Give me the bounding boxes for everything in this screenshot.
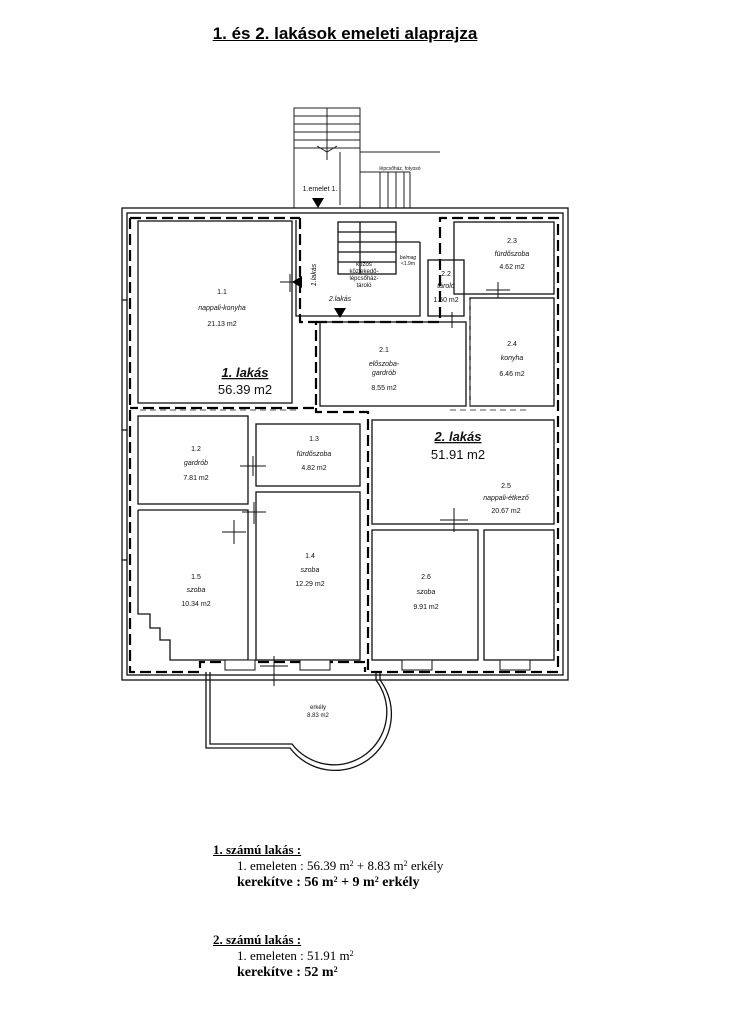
svg-text:4.82 m2: 4.82 m2 (301, 465, 326, 472)
room-2-3: 2.3 fürdőszoba 4.62 m2 (495, 238, 530, 271)
svg-text:1.50 m2: 1.50 m2 (433, 297, 458, 304)
svg-text:közös: közös (356, 262, 372, 268)
stair-tag-apt1: 1.lakás (311, 263, 318, 286)
svg-text:2.3: 2.3 (507, 238, 517, 245)
svg-text:21.13 m2: 21.13 m2 (207, 321, 236, 328)
summary-2-heading: 2. számú lakás : (213, 932, 302, 947)
svg-text:1.1: 1.1 (217, 289, 227, 296)
apt1-area: 56.39 m2 (218, 382, 272, 397)
svg-text:közlekedő-: közlekedő- (349, 269, 378, 275)
stair-arrow-icon (292, 276, 302, 288)
svg-text:8.55 m2: 8.55 m2 (371, 385, 396, 392)
balcony-label: erkély 8.83 m2 (307, 705, 329, 719)
room-1-1: 1.1 nappali-konyha 21.13 m2 (198, 289, 246, 328)
page-title: 1. és 2. lakások emeleti alaprajza (212, 24, 478, 43)
room-1-3: 1.3 fürdőszoba 4.82 m2 (297, 436, 332, 472)
svg-text:nappali-étkező: nappali-étkező (483, 495, 529, 502)
svg-text:tároló: tároló (437, 283, 455, 290)
door-arrow-icon (334, 308, 346, 318)
svg-text:9.91 m2: 9.91 m2 (413, 604, 438, 611)
apartment-headings: 1. lakás 56.39 m2 2. lakás 51.91 m2 (218, 365, 485, 462)
svg-text:lépcsőház-: lépcsőház- (349, 276, 378, 282)
svg-text:7.81 m2: 7.81 m2 (183, 475, 208, 482)
svg-text:8.83 m2: 8.83 m2 (307, 713, 329, 719)
svg-text:erkély: erkély (310, 705, 326, 711)
svg-text:szoba: szoba (187, 587, 206, 594)
svg-text:10.34 m2: 10.34 m2 (181, 601, 210, 608)
apt2-name: 2. lakás (434, 429, 482, 444)
exterior-staircase (293, 107, 440, 209)
room-2-6: 2.6 szoba 9.91 m2 (413, 574, 438, 611)
apt1-name: 1. lakás (222, 365, 269, 380)
svg-text:szoba: szoba (301, 567, 320, 574)
room-1-4: 1.4 szoba 12.29 m2 (295, 553, 324, 588)
summary-1-floor-line: 1. emeleten : 56.39 m2 + 8.83 m2 erkély (237, 858, 444, 873)
svg-text:tároló: tároló (356, 283, 372, 289)
svg-text:6.46 m2: 6.46 m2 (499, 371, 524, 378)
svg-text:belmag: belmag (400, 255, 417, 261)
svg-text:2.2: 2.2 (441, 271, 451, 278)
svg-text:4.62 m2: 4.62 m2 (499, 264, 524, 271)
room-2-5: 2.5 nappali-étkező 20.67 m2 (483, 483, 529, 515)
summary-2-floor-line: 1. emeleten : 51.91 m2 (237, 948, 354, 963)
door-marks (222, 274, 510, 686)
summary-apartment-2: 2. számú lakás : 1. emeleten : 51.91 m2 … (213, 932, 354, 981)
summary-1-rounded-line: kerekítve : 56 m2 + 9 m2 erkély (237, 875, 420, 890)
stair-landing-label: lépcsőház, folyosó (379, 166, 420, 172)
svg-text:fürdőszoba: fürdőszoba (495, 251, 530, 258)
balcony-outline (205, 672, 393, 771)
svg-text:2.1: 2.1 (379, 347, 389, 354)
windows (224, 659, 531, 671)
svg-text:2.4: 2.4 (507, 341, 517, 348)
svg-text:előszoba-: előszoba- (369, 361, 400, 368)
svg-text:1.4: 1.4 (305, 553, 315, 560)
svg-text:gardrób: gardrób (372, 370, 396, 377)
room-2-4: 2.4 konyha 6.46 m2 (499, 341, 524, 378)
room-1-2: 1.2 gardrób 7.81 m2 (183, 446, 208, 482)
stair-tag-apt2: 2.lakás (328, 296, 352, 303)
svg-text:1.2: 1.2 (191, 446, 201, 453)
common-area-labels: közös közlekedő- lépcsőház- tároló belma… (311, 255, 416, 303)
svg-text:2.6: 2.6 (421, 574, 431, 581)
svg-text:<1.9m: <1.9m (401, 261, 415, 267)
room-walls (137, 220, 555, 661)
summary-apartment-1: 1. számú lakás : 1. emeleten : 56.39 m2 … (213, 842, 443, 891)
svg-text:konyha: konyha (501, 355, 524, 362)
room-1-5: 1.5 szoba 10.34 m2 (181, 574, 210, 608)
svg-text:2.5: 2.5 (501, 483, 511, 490)
apt2-area: 51.91 m2 (431, 447, 485, 462)
stair-level-label: 1.emelet 1. (303, 186, 338, 193)
room-2-2: 2.2 tároló 1.50 m2 (433, 271, 458, 304)
svg-text:szoba: szoba (417, 589, 436, 596)
room-2-1: 2.1 előszoba- gardrób 8.55 m2 (369, 347, 400, 392)
summary-2-rounded-line: kerekítve : 52 m2 (237, 965, 338, 980)
svg-text:12.29 m2: 12.29 m2 (295, 581, 324, 588)
svg-text:1.3: 1.3 (309, 436, 319, 443)
svg-text:1.5: 1.5 (191, 574, 201, 581)
svg-text:fürdőszoba: fürdőszoba (297, 451, 332, 458)
entry-arrow-icon (312, 198, 324, 208)
svg-text:nappali-konyha: nappali-konyha (198, 305, 246, 312)
svg-text:gardrób: gardrób (184, 460, 208, 467)
outer-walls (121, 207, 569, 681)
summary-1-heading: 1. számú lakás : (213, 842, 302, 857)
svg-text:20.67 m2: 20.67 m2 (491, 508, 520, 515)
room-dividers (140, 300, 530, 411)
